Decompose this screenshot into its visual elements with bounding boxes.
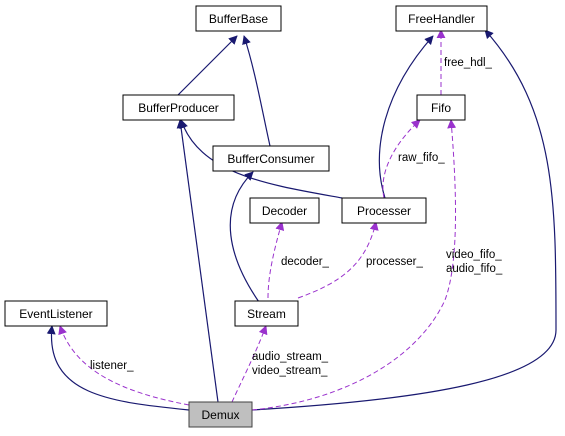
node-bufferconsumer[interactable]: BufferConsumer (212, 145, 330, 172)
edge-label-audio-fifo: audio_fifo_ (446, 263, 503, 275)
node-decoder[interactable]: Decoder (249, 197, 320, 224)
node-label: Fifo (431, 101, 451, 115)
node-label: FreeHandler (408, 12, 475, 26)
edge-demux-to-eventlistener-usage (58, 325, 190, 406)
edge-label-raw-fifo: raw_fifo_ (398, 152, 445, 164)
node-fifo[interactable]: Fifo (416, 94, 466, 121)
edge-demux-to-eventlistener (46, 325, 190, 411)
edge-label-video-fifo: video_fifo_ (446, 249, 502, 261)
node-processer[interactable]: Processer (341, 197, 427, 224)
node-bufferproducer[interactable]: BufferProducer (122, 94, 235, 121)
node-label: BufferProducer (138, 101, 219, 115)
node-freehandler[interactable]: FreeHandler (395, 5, 488, 32)
edge-demux-to-bufferproducer (176, 119, 219, 403)
edge-stream-to-processer (297, 221, 379, 299)
edge-bufferproducer-to-bufferbase (176, 35, 238, 97)
node-label: BufferConsumer (227, 152, 314, 166)
edge-processer-to-fifo (382, 119, 421, 199)
node-label: Decoder (262, 204, 307, 218)
node-stream[interactable]: Stream (234, 300, 299, 327)
node-label: Demux (201, 408, 239, 422)
edge-label-listener: listener_ (90, 360, 134, 372)
edge-bufferconsumer-to-bufferbase (242, 35, 271, 147)
edge-label-audio-stream: audio_stream_ (252, 351, 329, 363)
node-label: Processer (357, 204, 411, 218)
node-label: BufferBase (209, 12, 268, 26)
edge-processer-to-bufferproducer (179, 119, 343, 199)
node-demux[interactable]: Demux (188, 401, 253, 428)
edge-processer-to-freehandler (378, 35, 434, 199)
edge-stream-to-decoder (267, 221, 285, 299)
edge-label-decoder: decoder_ (281, 256, 330, 268)
edge-demux-to-freehandler (251, 29, 557, 411)
node-label: Stream (247, 307, 286, 321)
node-label: EventListener (19, 307, 92, 321)
edge-demux-to-stream (231, 325, 268, 403)
edge-label-processer: processer_ (366, 256, 423, 268)
edge-demux-to-fifo (251, 119, 457, 411)
edge-label-video-stream: video_stream_ (252, 365, 328, 377)
node-eventlistener[interactable]: EventListener (4, 300, 108, 327)
edge-label-free-hdl: free_hdl_ (444, 57, 493, 69)
edge-stream-to-bufferconsumer (229, 171, 260, 303)
node-bufferbase[interactable]: BufferBase (195, 5, 282, 32)
